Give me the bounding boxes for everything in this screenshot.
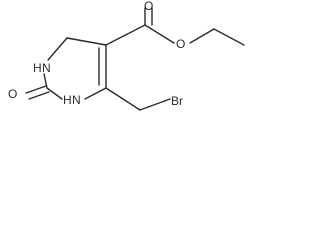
- label-bromine: Br: [171, 94, 183, 108]
- label-ester-oxygen-double: O: [144, 0, 153, 13]
- bond-cester-osingle: [144, 24, 175, 44]
- bond-c2-o-a: [25, 85, 47, 94]
- bond-osingle-ch2: [189, 28, 215, 44]
- label-n3-h: H: [63, 93, 72, 107]
- label-n3-n: N: [72, 93, 81, 107]
- bond-ch2-c5: [66, 37, 107, 46]
- structure-diagram: H N O H N O O Br: [8, 0, 245, 111]
- label-carbonyl-oxygen: O: [8, 87, 17, 101]
- bond-ch2-ch3: [213, 28, 245, 46]
- label-n1-n: N: [42, 61, 51, 75]
- bond-c4-ch2br: [105, 87, 141, 111]
- label-ester-oxygen-single: O: [176, 37, 185, 51]
- bond-c5-cester: [105, 24, 146, 46]
- label-n1-h: H: [33, 61, 42, 75]
- bond-c4-n3: [84, 87, 107, 100]
- bond-c2-o-b: [28, 91, 50, 100]
- bond-n1-ch2: [47, 37, 68, 61]
- bond-n3-c2: [46, 87, 63, 100]
- bond-ch2-br: [139, 98, 171, 111]
